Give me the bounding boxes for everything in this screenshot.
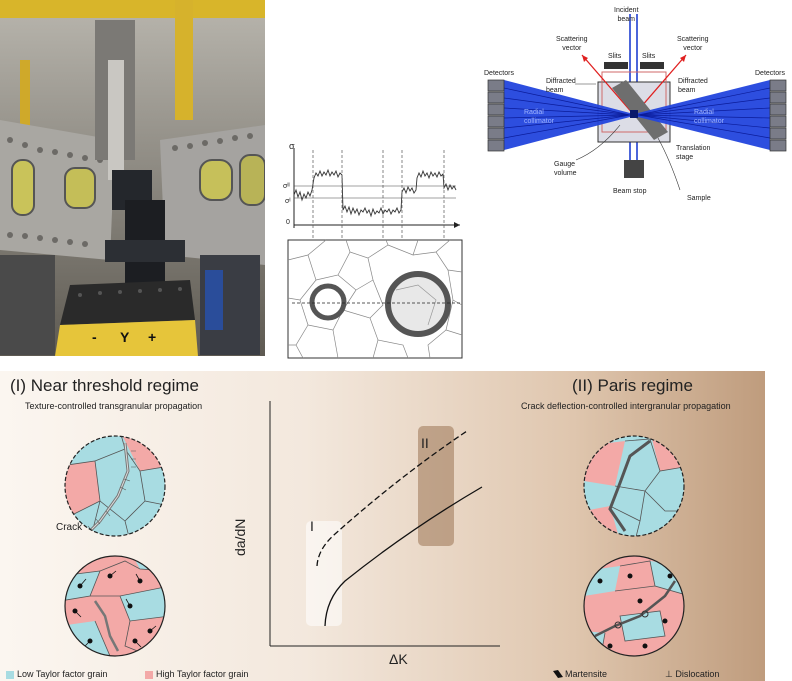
origin-label: 0 (286, 219, 290, 226)
martensite-icon (553, 670, 563, 678)
instrument-photo: - Y + (0, 0, 265, 356)
x-axis-label: ΔK (389, 651, 408, 667)
scattering-vector-left-label: Scattering vector (556, 36, 588, 52)
slits-left-label: Slits (608, 53, 622, 60)
legend-dislocation: ⊥ Dislocation (665, 669, 720, 679)
regime2-title: (II) Paris regime (572, 376, 693, 395)
incident-beam-label: Incident beam (614, 7, 639, 23)
detectors-left-label: Detectors (484, 70, 514, 77)
regime2-subtitle: Crack deflection-controlled intergranula… (521, 401, 731, 411)
crack-label: Crack (56, 522, 83, 533)
sample-label: Sample (687, 195, 711, 202)
curve-label-regime-2: II (421, 435, 429, 451)
svg-text:-: - (92, 329, 97, 345)
legend-low-taylor: Low Taylor factor grain (17, 669, 108, 679)
stress-grain-diagram (287, 148, 463, 359)
slits-right-label: Slits (642, 53, 656, 60)
translation-stage-label: Translation stage (676, 145, 711, 161)
legend-martensite: Martensite (565, 669, 608, 679)
regime1-title: (I) Near threshold regime (10, 376, 199, 395)
regime1-subtitle: Texture-controlled transgranular propaga… (25, 401, 203, 411)
svg-text:Y: Y (120, 329, 130, 345)
sigma-II-label: σᴵᴵ (283, 183, 290, 190)
beam-stop-label: Beam stop (613, 188, 647, 195)
radial-collimator-right-label: Radial collimator (694, 109, 724, 125)
diffracted-beam-left-label: Diffracted beam (546, 78, 576, 94)
diffracted-beam-right-label: Diffracted beam (678, 78, 708, 94)
detectors-right-label: Detectors (755, 70, 785, 77)
curve-label-regime-1: I (310, 518, 314, 534)
svg-text:+: + (148, 329, 156, 345)
low-taylor-swatch (6, 671, 14, 679)
scattering-vector-right-label: Scattering vector (677, 36, 709, 52)
legend-high-taylor: High Taylor factor grain (156, 669, 249, 679)
gauge-volume-label: Gauge volume (554, 161, 577, 177)
neutron-diffraction-schematic (487, 14, 787, 191)
sigma-I-label: σᴵ (285, 198, 291, 205)
high-taylor-swatch (145, 671, 153, 679)
radial-collimator-left-label: Radial collimator (524, 109, 554, 125)
y-axis-label: da/dN (232, 518, 248, 556)
crack-growth-panel (0, 371, 765, 681)
sigma-axis-label: σ (289, 141, 295, 151)
